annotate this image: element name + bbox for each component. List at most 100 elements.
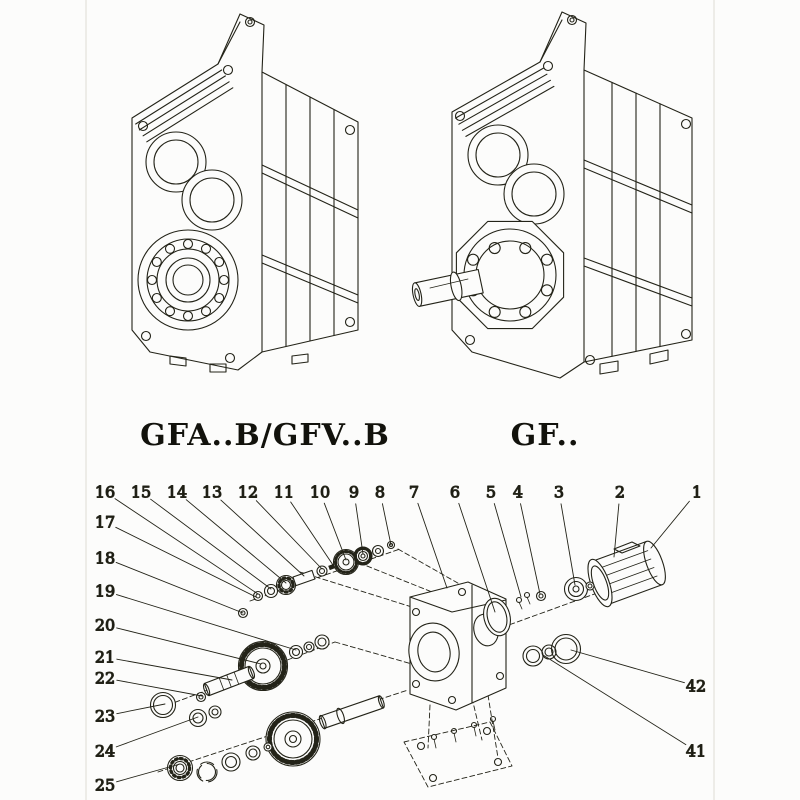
callout-1: 1 bbox=[692, 483, 702, 502]
callout-16: 16 bbox=[95, 483, 115, 502]
part-ring-23 bbox=[149, 691, 177, 719]
upper-bores bbox=[467, 124, 565, 225]
callout-leader-8 bbox=[381, 503, 392, 546]
callout-41: 41 bbox=[686, 742, 706, 761]
assembly-axes bbox=[157, 548, 601, 773]
part-washer-15 bbox=[263, 583, 279, 599]
part-motor-1 bbox=[585, 540, 666, 608]
output-shaft bbox=[411, 268, 484, 307]
callout-leader-9 bbox=[355, 503, 364, 555]
callout-2: 2 bbox=[615, 483, 625, 502]
callout-leader-6 bbox=[458, 502, 496, 613]
callout-leader-21 bbox=[116, 658, 233, 681]
part-gasket-6 bbox=[483, 597, 511, 637]
callout-5: 5 bbox=[486, 483, 496, 502]
part-washer-24 bbox=[188, 705, 222, 728]
callout-leader-13 bbox=[220, 499, 305, 577]
callout-leader-2 bbox=[613, 503, 620, 558]
part-base-bolts bbox=[430, 715, 497, 749]
callout-13: 13 bbox=[202, 483, 222, 502]
callout-4: 4 bbox=[513, 483, 523, 502]
callout-leader-15 bbox=[150, 498, 272, 590]
callout-15: 15 bbox=[131, 483, 151, 502]
callout-leader-5 bbox=[493, 503, 522, 598]
part-ring-22 bbox=[195, 691, 207, 703]
part-ring-12 bbox=[316, 565, 328, 577]
mounting-feet bbox=[599, 349, 669, 375]
callout-19: 19 bbox=[95, 582, 115, 601]
callout-17: 17 bbox=[95, 513, 115, 532]
part-gear-20 bbox=[237, 640, 289, 692]
part-shaft-13 bbox=[292, 569, 316, 587]
callout-leader-22 bbox=[116, 679, 203, 697]
lifting-eye bbox=[566, 14, 578, 26]
callout-6: 6 bbox=[450, 483, 460, 502]
callout-20: 20 bbox=[95, 616, 115, 635]
mounting-feet bbox=[169, 353, 309, 373]
callout-21: 21 bbox=[95, 648, 115, 667]
callout-leader-7 bbox=[417, 502, 448, 589]
part-plug-4 bbox=[535, 590, 547, 602]
gearbox-gfab-drawing bbox=[131, 13, 359, 373]
callout-9: 9 bbox=[349, 483, 359, 502]
callout-7: 7 bbox=[409, 483, 419, 502]
upper-bores bbox=[145, 131, 243, 231]
callout-leader-14 bbox=[185, 499, 287, 584]
callout-leader-16 bbox=[114, 498, 259, 595]
callout-11: 11 bbox=[274, 483, 294, 502]
callout-leader-3 bbox=[560, 503, 576, 586]
callout-25: 25 bbox=[95, 776, 115, 795]
callout-18: 18 bbox=[95, 549, 115, 568]
part-bearing-25 bbox=[166, 754, 194, 782]
side-ribs bbox=[261, 83, 359, 348]
part-bearing-14 bbox=[275, 574, 297, 596]
callout-leader-17 bbox=[115, 526, 257, 598]
callout-leader-20 bbox=[116, 627, 262, 665]
part-ring-42 bbox=[550, 633, 582, 665]
part-output-shaft bbox=[318, 695, 385, 730]
callout-leader-18 bbox=[115, 561, 244, 614]
callout-3: 3 bbox=[554, 483, 564, 502]
callout-leader-19 bbox=[116, 594, 297, 651]
cooling-fins bbox=[135, 69, 234, 143]
part-screws-5 bbox=[515, 591, 531, 610]
output-bearing bbox=[137, 229, 239, 331]
part-base-plate bbox=[403, 721, 513, 788]
lifting-eye bbox=[244, 16, 256, 28]
housing-bolts bbox=[454, 60, 692, 366]
part-snap-ring bbox=[196, 761, 218, 783]
part-washer-row bbox=[221, 742, 273, 772]
callout-leader-10 bbox=[323, 502, 347, 561]
callout-leader-42 bbox=[570, 649, 685, 684]
callout-10: 10 bbox=[310, 483, 330, 502]
part-coupling-3 bbox=[563, 576, 589, 602]
callout-leader-1 bbox=[650, 500, 690, 549]
part-pinion-9 bbox=[353, 546, 373, 566]
callout-leader-24 bbox=[115, 716, 199, 748]
callout-leader-41 bbox=[542, 654, 687, 746]
callout-12: 12 bbox=[238, 483, 258, 502]
caption-gfab: GFA..B/GFV..B bbox=[140, 418, 390, 453]
side-ribs bbox=[583, 81, 693, 357]
exploded-view: 1615141312111098765432117181920212223242… bbox=[94, 482, 706, 795]
callout-leader-23 bbox=[116, 703, 166, 715]
callout-42: 42 bbox=[686, 677, 706, 696]
callout-24: 24 bbox=[95, 742, 115, 761]
part-rings-19 bbox=[288, 634, 330, 660]
callout-22: 22 bbox=[95, 669, 115, 688]
callout-14: 14 bbox=[167, 483, 187, 502]
callout-23: 23 bbox=[95, 707, 115, 726]
callout-8: 8 bbox=[375, 483, 385, 502]
callout-leader-12 bbox=[255, 500, 323, 570]
housing-bolts bbox=[137, 64, 356, 364]
callout-leader-4 bbox=[520, 503, 541, 595]
page-edges bbox=[85, 0, 715, 800]
output-flange bbox=[455, 220, 565, 330]
part-pinion-shaft-21 bbox=[202, 665, 256, 697]
part-washer-8 bbox=[371, 544, 385, 558]
part-output-gear bbox=[265, 711, 321, 767]
cooling-fins bbox=[454, 67, 555, 137]
gearbox-gf-drawing bbox=[411, 11, 693, 379]
